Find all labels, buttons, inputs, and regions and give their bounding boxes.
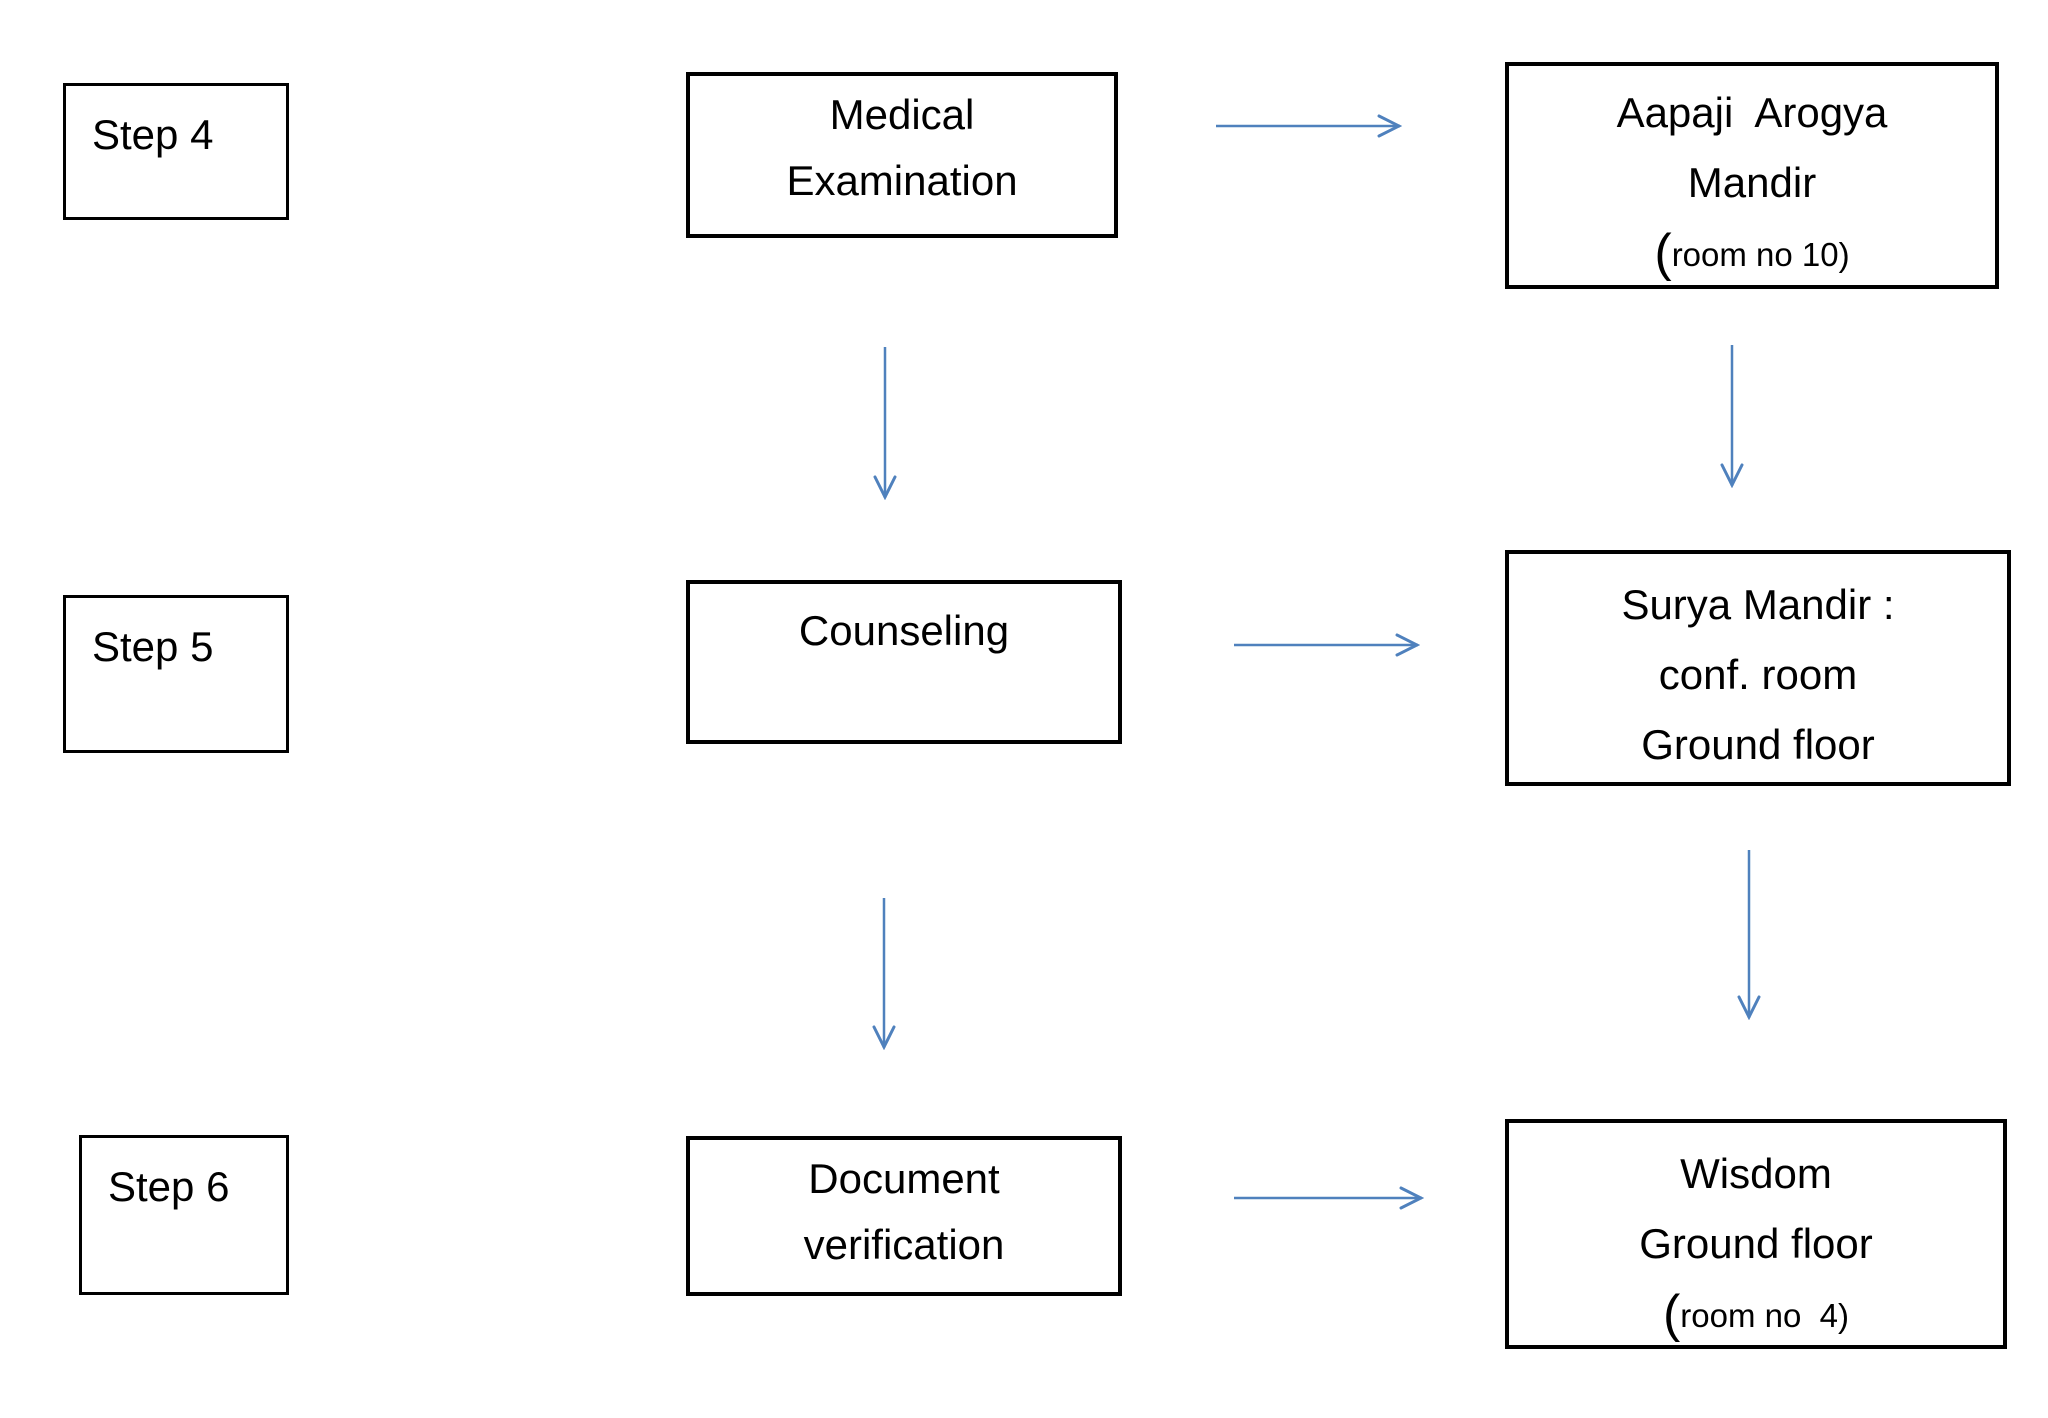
document-verification-line2: verification	[803, 1221, 1005, 1268]
step5-label: Step 5	[92, 623, 214, 670]
document-verification-line1: Document	[808, 1155, 1000, 1202]
counseling-box: Counseling	[686, 580, 1122, 744]
document-verification-box: Document verification	[686, 1136, 1122, 1296]
counseling-line1: Counseling	[798, 607, 1010, 654]
step6-box: Step 6	[79, 1135, 289, 1295]
wisdom-paren: (	[1662, 1285, 1681, 1343]
aapaji-line1: Aapaji Arogya	[1616, 89, 1888, 136]
surya-line3: Ground floor	[1641, 721, 1875, 768]
aapaji-arogya-mandir-box: Aapaji Arogya Mandir (room no 10)	[1505, 62, 1999, 289]
step4-label: Step 4	[92, 111, 214, 158]
aapaji-room-note: (room no 10)	[1509, 218, 1995, 297]
step5-box: Step 5	[63, 595, 289, 753]
aapaji-paren: (	[1654, 224, 1672, 282]
wisdom-line1: Wisdom	[1680, 1150, 1832, 1197]
surya-line2: conf. room	[1658, 651, 1858, 698]
surya-line1: Surya Mandir :	[1621, 581, 1895, 628]
surya-mandir-box: Surya Mandir : conf. room Ground floor	[1505, 550, 2011, 786]
wisdom-line2: Ground floor	[1639, 1220, 1873, 1267]
aapaji-line2: Mandir	[1687, 159, 1817, 206]
medical-examination-box: Medical Examination	[686, 72, 1118, 238]
medical-examination-line2: Examination	[786, 157, 1018, 204]
aapaji-room-text: room no 10)	[1671, 236, 1850, 273]
step6-label: Step 6	[108, 1163, 230, 1210]
step4-box: Step 4	[63, 83, 289, 220]
wisdom-box: Wisdom Ground floor (room no 4)	[1505, 1119, 2007, 1349]
medical-examination-line1: Medical	[829, 91, 975, 138]
wisdom-room-note: (room no 4)	[1509, 1279, 2003, 1358]
wisdom-room-text: room no 4)	[1680, 1297, 1850, 1334]
